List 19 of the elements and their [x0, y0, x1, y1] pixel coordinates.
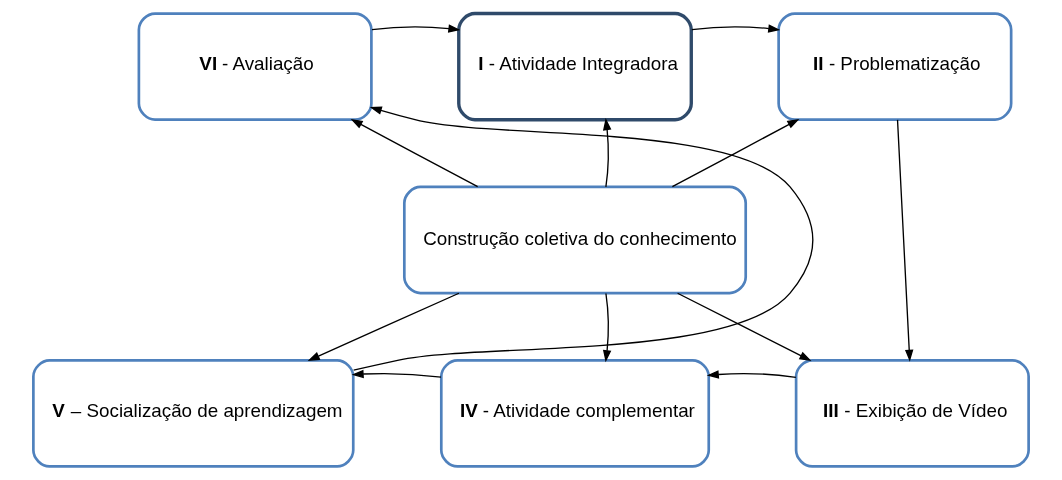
- node-box: VI - Avaliação: [137, 12, 373, 122]
- arrow: [352, 106, 814, 371]
- node-box: Construção coletiva do conhecimento: [403, 185, 748, 295]
- node-box: I - Atividade Integradora: [457, 11, 693, 122]
- arrow: [671, 118, 800, 188]
- arrow: [706, 370, 797, 379]
- node-box: IV - Atividade complementar: [439, 358, 711, 468]
- arrow: [307, 292, 460, 361]
- arrow: [602, 292, 612, 363]
- arrow: [602, 118, 612, 188]
- arrow: [676, 292, 812, 361]
- arrow: [351, 369, 442, 379]
- arrow: [691, 24, 781, 33]
- node-box: II - Problematização: [777, 12, 1013, 122]
- arrow: [896, 119, 914, 362]
- arrow: [350, 118, 479, 188]
- node-box: V – Socialização de aprendizagem: [32, 358, 355, 468]
- arrow: [371, 24, 461, 33]
- node-box: III - Exibição de Vídeo: [794, 358, 1030, 468]
